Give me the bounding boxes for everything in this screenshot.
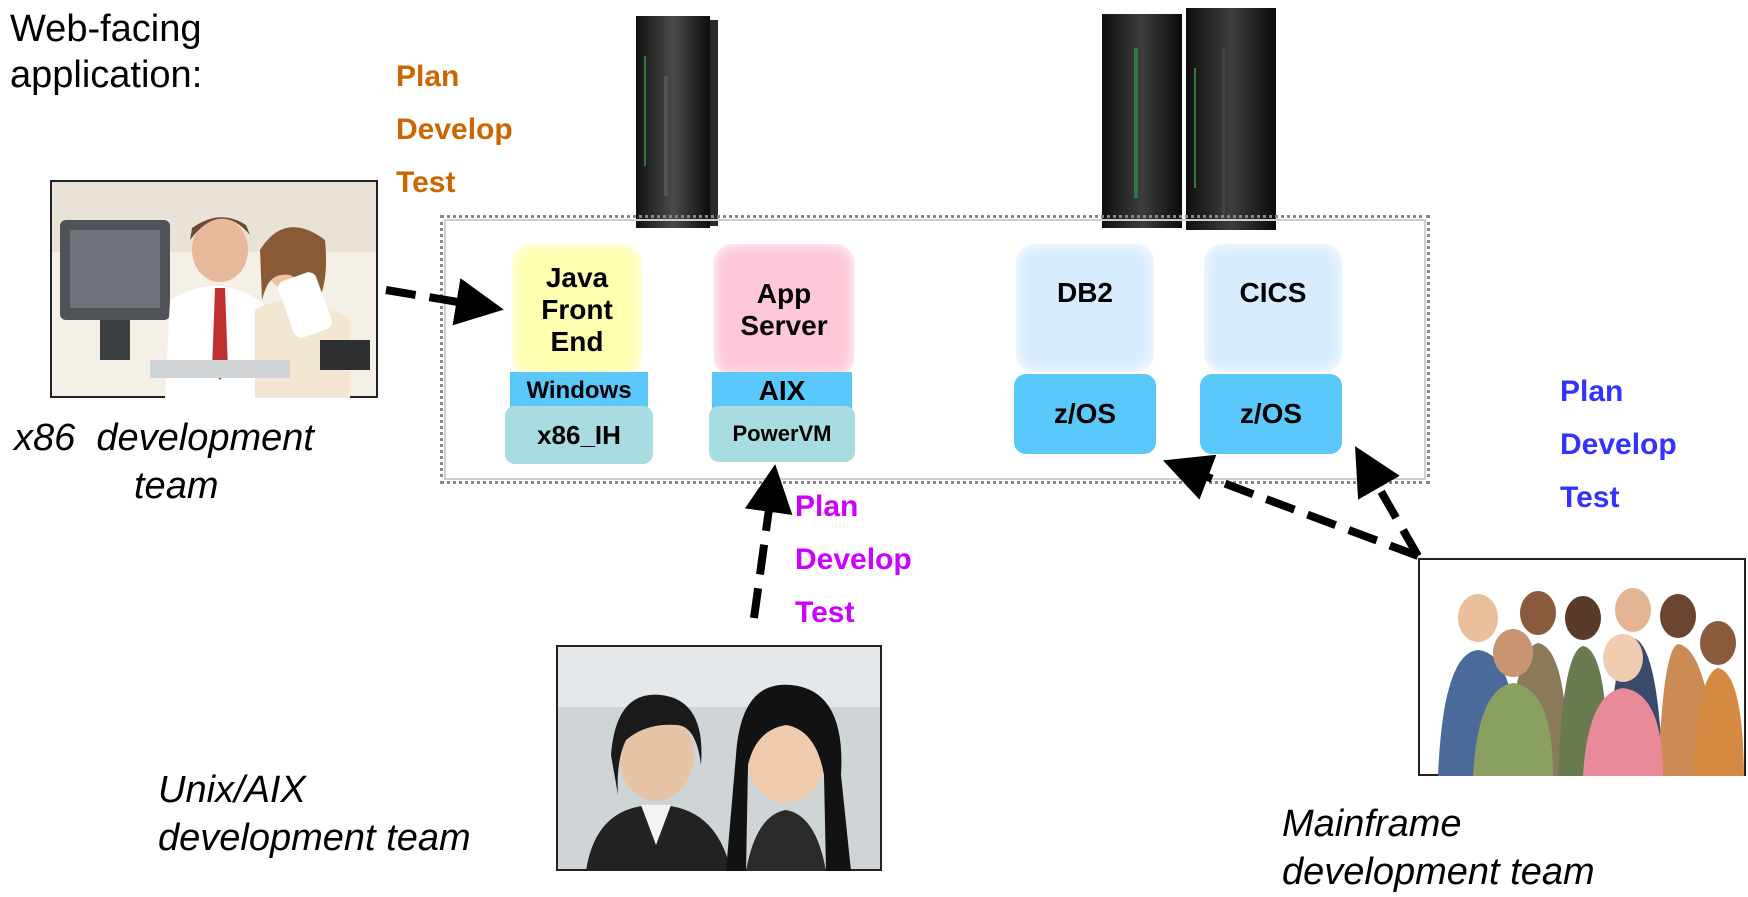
unix-develop-label: Develop [795,543,912,576]
windows-os-box: Windows [510,372,648,410]
x86-team-lifecycle: Plan Develop Test [396,50,513,209]
mainframe-to-db2-arrow [1163,454,1420,560]
cics-zos-box: z/OS [1200,374,1342,454]
java-front-end-line-1: Java [545,262,609,293]
system-boundary-frame [440,215,1430,484]
x86-team-caption: x86 development team [14,414,314,510]
app-server-box: App Server [714,244,854,376]
mainframe-server-image [1102,8,1276,230]
page-title: Web-facing application: [10,6,202,98]
db2-label: DB2 [1056,277,1113,308]
mainframe-caption-line-1: Mainframe [1282,803,1462,845]
aix-os-box: AIX [712,372,852,410]
unix-test-label: Test [795,596,855,629]
powervm-label: PowerVM [732,421,832,446]
app-server-line-2: Server [740,310,828,341]
windows-os-label: Windows [526,377,632,404]
mainframe-test-label: Test [1560,481,1620,514]
unix-to-powervm-arrow [744,464,793,619]
unix-team-caption: Unix/AIX development team [158,766,471,862]
aix-os-label: AIX [758,375,806,406]
mainframe-to-cics-arrow [1355,446,1422,558]
java-front-end-line-3: End [550,326,604,357]
powervm-box: PowerVM [709,406,855,462]
db2-box: DB2 [1016,244,1154,372]
unix-team-lifecycle: Plan Develop Test [795,480,912,639]
x86-ih-box: x86_IH [505,406,653,464]
java-front-end-box: Java Front End [512,244,642,376]
page-title-line-1: Web-facing [10,8,202,50]
x86-team-photo [50,180,378,398]
java-front-end-line-2: Front [541,294,613,325]
mainframe-team-photo [1418,558,1746,776]
x86-develop-label: Develop [396,113,513,146]
unix-caption-line-2: development team [158,817,471,859]
x86-plan-label: Plan [396,60,460,93]
x86-ih-label: x86_IH [537,419,621,450]
x86-to-java-arrow [385,278,504,326]
mainframe-team-caption: Mainframe development team [1282,800,1595,896]
page-title-line-2: application: [10,54,203,96]
mainframe-team-lifecycle: Plan Develop Test [1560,365,1677,524]
cics-zos-label: z/OS [1239,398,1303,429]
cics-label: CICS [1239,277,1307,308]
mainframe-develop-label: Develop [1560,428,1677,461]
db2-zos-label: z/OS [1053,398,1117,429]
app-server-line-1: App [756,278,812,309]
power-server-image [636,16,718,228]
cics-box: CICS [1204,244,1342,372]
unix-caption-line-1: Unix/AIX [158,769,306,811]
unix-team-photo [556,645,882,871]
x86-caption-line-1: x86 development [14,417,314,459]
x86-test-label: Test [396,166,456,199]
x86-caption-line-2: team [134,465,219,507]
unix-plan-label: Plan [795,490,859,523]
mainframe-caption-line-2: development team [1282,851,1595,893]
db2-zos-box: z/OS [1014,374,1156,454]
mainframe-plan-label: Plan [1560,375,1624,408]
